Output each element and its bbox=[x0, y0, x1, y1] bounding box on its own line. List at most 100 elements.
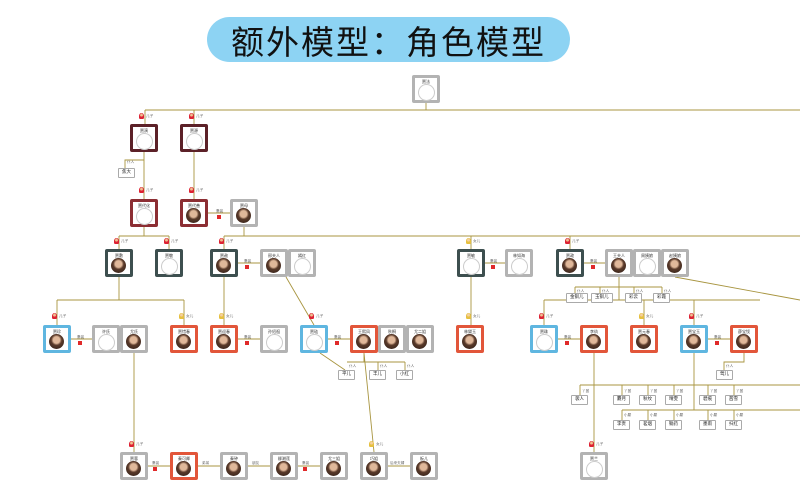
person-node-jialian[interactable]: 贾琏 bbox=[300, 325, 328, 353]
person-node-youshi[interactable]: 尤氏 bbox=[120, 325, 148, 353]
person-node-youerjie[interactable]: 尤二姐 bbox=[406, 325, 434, 353]
portrait-avatar bbox=[126, 461, 141, 476]
relation-label-friend: 朋友 bbox=[252, 461, 260, 465]
portrait-avatar bbox=[686, 334, 701, 349]
person-node-zhouyiniang[interactable]: 周姨娘 bbox=[633, 249, 661, 277]
marriage-seal-icon bbox=[245, 341, 249, 345]
person-node-sunshaozu[interactable]: 孙绍祖 bbox=[260, 325, 288, 353]
person-node-jiazhen[interactable]: 贾珍 bbox=[43, 325, 71, 353]
person-name: 贾惜春 bbox=[178, 329, 190, 334]
daughter-icon bbox=[369, 441, 374, 447]
person-node-jiarong[interactable]: 贾蓉 bbox=[120, 452, 148, 480]
minor-person-caiyun[interactable]: 彩云 bbox=[625, 293, 642, 303]
minor-person-pinger[interactable]: 平儿 bbox=[338, 370, 355, 380]
person-node-yingchun[interactable]: 贾迎春 bbox=[210, 325, 238, 353]
person-name: 秋桐 bbox=[388, 329, 396, 334]
relation-label-son: 儿子 bbox=[572, 239, 580, 243]
person-name: 邢夫人 bbox=[268, 253, 280, 258]
person-node-jiamu[interactable]: 贾母 bbox=[230, 199, 258, 227]
relation-label-daughter: 女儿 bbox=[473, 314, 481, 318]
person-name: 贾演 bbox=[140, 128, 148, 133]
minor-person-bihen[interactable]: 碧痕 bbox=[699, 395, 716, 405]
page-title: 额外模型：角色模型 bbox=[207, 17, 570, 62]
person-node-jiafa[interactable]: 贾法 bbox=[412, 75, 440, 103]
marriage-seal-icon bbox=[715, 341, 719, 345]
minor-person-saohong[interactable]: 扫红 bbox=[725, 420, 742, 430]
minor-person-jinchuan[interactable]: 金钏儿 bbox=[566, 293, 588, 303]
minor-person-sheyue[interactable]: 麝月 bbox=[613, 395, 630, 405]
minor-person-chuyao[interactable]: 锄药 bbox=[665, 420, 682, 430]
son-icon bbox=[52, 313, 57, 319]
person-node-banr[interactable]: 板儿 bbox=[410, 452, 438, 480]
minor-person-yinger[interactable]: 莺儿 bbox=[716, 370, 733, 380]
person-node-qinzhong[interactable]: 秦钟 bbox=[220, 452, 248, 480]
avatar-placeholder bbox=[306, 334, 323, 351]
person-node-liwan[interactable]: 李纨 bbox=[580, 325, 608, 353]
relation-label-daughter: 女儿 bbox=[376, 442, 384, 446]
person-node-wangxifeng[interactable]: 王熙凤 bbox=[350, 325, 378, 353]
minor-person-fenger[interactable]: 丰儿 bbox=[369, 370, 386, 380]
minor-person-qianxue[interactable]: 茜雪 bbox=[725, 395, 742, 405]
relation-label-son: 儿子 bbox=[316, 314, 324, 318]
connector bbox=[319, 338, 406, 453]
avatar-placeholder bbox=[136, 208, 153, 225]
person-node-jiamin[interactable]: 贾敏 bbox=[457, 249, 485, 277]
person-name: 李纨 bbox=[590, 329, 598, 334]
minor-person-caixia[interactable]: 彩霞 bbox=[653, 293, 670, 303]
minor-person-moyu[interactable]: 墨雨 bbox=[699, 420, 716, 430]
relation-label-son: 儿子 bbox=[146, 114, 154, 118]
marriage-seal-icon bbox=[591, 265, 595, 269]
person-node-zhaoyiniang[interactable]: 赵姨娘 bbox=[661, 249, 689, 277]
portrait-avatar bbox=[416, 461, 431, 476]
person-node-baoyu[interactable]: 贾宝玉 bbox=[680, 325, 708, 353]
person-node-jiazhu[interactable]: 贾珠 bbox=[530, 325, 558, 353]
minor-person-mingyan[interactable]: 茗烟 bbox=[639, 420, 656, 430]
person-node-jiashe[interactable]: 贾赦 bbox=[210, 249, 238, 277]
portrait-avatar bbox=[667, 258, 682, 273]
person-node-yanhong[interactable]: 嫣红 bbox=[288, 249, 316, 277]
portrait-avatar bbox=[111, 258, 126, 273]
person-node-jiajing[interactable]: 贾敬 bbox=[155, 249, 183, 277]
minor-person-ligui[interactable]: 李贵 bbox=[613, 420, 630, 430]
person-node-xingfuren[interactable]: 邢夫人 bbox=[260, 249, 288, 277]
person-node-jiadaishan[interactable]: 贾代善 bbox=[180, 199, 208, 227]
person-node-qiutong[interactable]: 秋桐 bbox=[378, 325, 406, 353]
minor-person-qiuwen[interactable]: 秋纹 bbox=[639, 395, 656, 405]
person-node-yousanjie[interactable]: 尤三姐 bbox=[320, 452, 348, 480]
relation-label-servant: 仆人 bbox=[577, 289, 585, 293]
relation-label-maid: 丫鬟 bbox=[676, 389, 684, 393]
person-node-keqing[interactable]: 秦可卿 bbox=[170, 452, 198, 480]
person-name: 贾代化 bbox=[138, 203, 150, 208]
person-node-baochai[interactable]: 薛宝钗 bbox=[730, 325, 758, 353]
relation-label-spouse: 妻妾 bbox=[244, 335, 252, 339]
minor-person-xiaohong[interactable]: 小红 bbox=[396, 370, 413, 380]
person-node-jiafu[interactable]: 贾敷 bbox=[105, 249, 133, 277]
person-node-wangfuren[interactable]: 王夫人 bbox=[605, 249, 633, 277]
person-name: 尤氏 bbox=[130, 329, 138, 334]
person-node-xichun[interactable]: 贾惜春 bbox=[170, 325, 198, 353]
person-node-xushi[interactable]: 许氏 bbox=[92, 325, 120, 353]
relation-label-brother: 弟弟 bbox=[202, 461, 210, 465]
person-name: 贾元春 bbox=[638, 329, 650, 334]
minor-person-jiaoda[interactable]: 焦大 bbox=[118, 168, 135, 178]
person-node-jiayuan[interactable]: 贾源 bbox=[180, 124, 208, 152]
person-node-daiyu[interactable]: 林黛玉 bbox=[456, 325, 484, 353]
person-node-jiayan[interactable]: 贾演 bbox=[130, 124, 158, 152]
person-node-qiaojie[interactable]: 巧姐 bbox=[360, 452, 388, 480]
portrait-avatar bbox=[276, 461, 291, 476]
person-node-jiazheng[interactable]: 贾政 bbox=[556, 249, 584, 277]
minor-person-qingwen[interactable]: 晴雯 bbox=[665, 395, 682, 405]
person-node-linruhai[interactable]: 林如海 bbox=[505, 249, 533, 277]
marriage-seal-icon bbox=[335, 341, 339, 345]
relation-label-maid: 丫鬟 bbox=[582, 389, 590, 393]
relation-label-spouse: 妻妾 bbox=[302, 461, 310, 465]
person-node-xianglian[interactable]: 柳湘莲 bbox=[270, 452, 298, 480]
son-icon bbox=[589, 441, 594, 447]
person-node-yuanchun[interactable]: 贾元春 bbox=[630, 325, 658, 353]
minor-person-xiren[interactable]: 袭人 bbox=[571, 395, 588, 405]
relation-label-son: 儿子 bbox=[596, 442, 604, 446]
minor-person-yuchuan[interactable]: 玉钏儿 bbox=[591, 293, 613, 303]
person-node-jialan[interactable]: 贾兰 bbox=[580, 452, 608, 480]
person-node-jiadaihua[interactable]: 贾代化 bbox=[130, 199, 158, 227]
relation-label-servant: 仆人 bbox=[602, 289, 610, 293]
